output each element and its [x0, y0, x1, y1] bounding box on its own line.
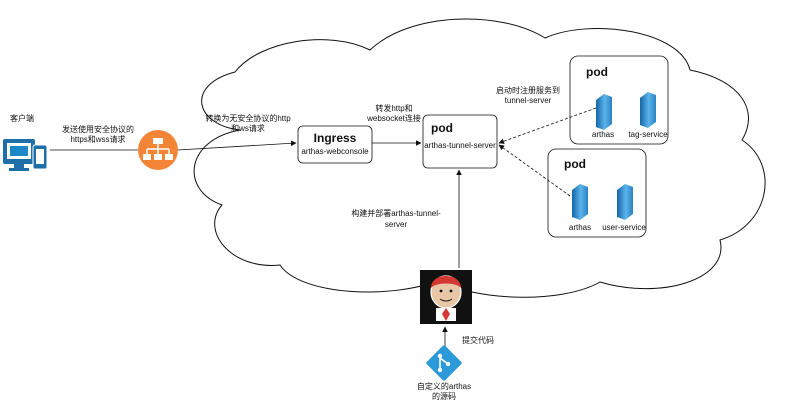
edge-arthas-top-to-tunnel [498, 107, 597, 144]
edge-label-agents-line2: tunnel-server [505, 96, 552, 105]
tunnel-pod-subtitle: arthas-tunnel-server [424, 141, 496, 150]
edge-label-client-to-lb-line1: 发送使用安全协议的 [62, 124, 134, 134]
pod-top-service-1: arthas [592, 130, 614, 139]
server-icon [617, 184, 633, 220]
edge-label-ingress-to-pod-line2: websocket连接 [366, 113, 421, 123]
server-icon [572, 184, 588, 220]
tunnel-pod-box [422, 114, 498, 169]
edge-label-jenkins-line1: 构建并部署arthas-tunnel- [351, 208, 441, 218]
tunnel-pod-title: pod [431, 121, 453, 135]
pod-top-title: pod [586, 65, 608, 79]
edge-label-git-to-jenkins: 提交代码 [462, 335, 494, 345]
edge-label-lb-to-ingress-line1: 转换为无安全协议的http [205, 113, 291, 123]
edge-arthas-bottom-to-tunnel [498, 144, 571, 197]
server-icon [640, 92, 656, 128]
ingress-title: Ingress [314, 131, 357, 145]
git-icon [426, 345, 462, 381]
pod-bottom-service-2: user-service [602, 223, 646, 232]
server-icon [596, 94, 612, 130]
edge-label-lb-to-ingress-line2: 和ws请求 [231, 123, 265, 133]
client-label: 客户端 [10, 113, 34, 123]
edge-label-jenkins-line2: server [385, 220, 408, 229]
load-balancer-icon [138, 130, 178, 170]
ingress-box [297, 125, 373, 164]
ingress-subtitle: arthas-webconsole [301, 147, 369, 156]
edge-lb-to-ingress [177, 140, 297, 151]
edge-label-agents-line1: 启动时注册服务到 [496, 85, 560, 95]
edge-label-ingress-to-pod-line1: 转发http和 [375, 103, 412, 113]
client-computer-icon [3, 139, 48, 171]
pod-top-service-2: tag-service [628, 130, 668, 139]
jenkins-icon [420, 270, 472, 324]
pod-bottom-service-1: arthas [569, 223, 591, 232]
source-label-line1: 自定义的arthas [417, 381, 471, 391]
source-label-line2: 的源码 [432, 391, 456, 401]
pod-bottom-title: pod [564, 157, 586, 171]
edge-label-client-to-lb-line2: https和wss请求 [70, 134, 125, 144]
